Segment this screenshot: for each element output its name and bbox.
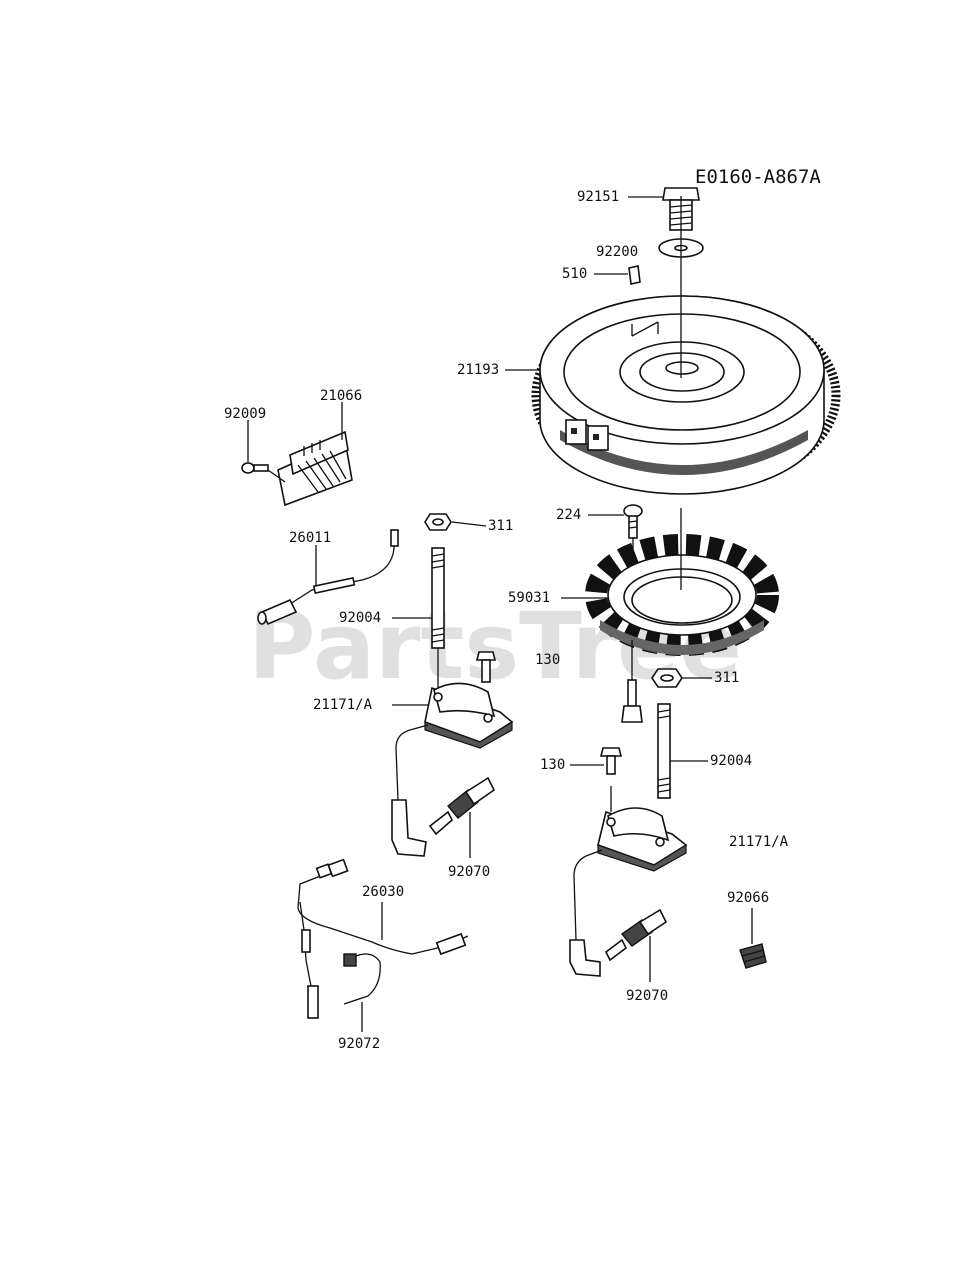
ignition-coil-21171a-right[interactable]: [569, 807, 688, 977]
label-92004-left: 92004: [339, 610, 381, 626]
label-92070-right: 92070: [626, 988, 668, 1004]
stator-lead[interactable]: [621, 640, 643, 723]
label-26030: 26030: [362, 884, 404, 900]
label-92072: 92072: [338, 1036, 380, 1052]
stator-59031[interactable]: [585, 534, 779, 656]
label-92151: 92151: [577, 189, 619, 205]
label-510: 510: [562, 266, 587, 282]
nut-311-right[interactable]: [651, 668, 683, 688]
key-510[interactable]: [628, 265, 641, 285]
label-26011: 26011: [289, 530, 331, 546]
screw-92009[interactable]: [241, 462, 269, 474]
clamp-92072[interactable]: [343, 953, 381, 1005]
diagram-code: E0160-A867A: [695, 166, 821, 188]
label-92004-right: 92004: [710, 753, 752, 769]
label-130-lower: 130: [540, 757, 565, 773]
label-92070-left: 92070: [448, 864, 490, 880]
label-92200: 92200: [596, 244, 638, 260]
stud-92004-left[interactable]: [431, 547, 445, 649]
label-224: 224: [556, 507, 581, 523]
flywheel-21193[interactable]: [531, 295, 841, 495]
label-21171a-right: 21171/A: [729, 834, 789, 850]
plug-92066[interactable]: [739, 943, 767, 969]
harness-26030[interactable]: [297, 858, 469, 1019]
regulator-21066[interactable]: [277, 430, 353, 507]
bolt-130-left[interactable]: [475, 651, 497, 683]
label-21193: 21193: [457, 362, 499, 378]
bolt-224[interactable]: [623, 504, 643, 539]
label-92009: 92009: [224, 406, 266, 422]
label-59031: 59031: [508, 590, 550, 606]
label-130-upper: 130: [535, 652, 560, 668]
spark-plug-92070-left[interactable]: [428, 776, 496, 836]
label-311-left: 311: [488, 518, 513, 534]
nut-311-left[interactable]: [424, 513, 452, 531]
label-311-right: 311: [714, 670, 739, 686]
spark-plug-92070-right[interactable]: [604, 908, 668, 962]
stud-92004-right[interactable]: [657, 703, 671, 799]
lead-wire-26011[interactable]: [257, 529, 399, 626]
label-21171a-left: 21171/A: [313, 697, 373, 713]
ignition-coil-21171a-left[interactable]: [391, 682, 514, 857]
label-21066: 21066: [320, 388, 362, 404]
bolt-130-right[interactable]: [599, 747, 623, 775]
label-92066: 92066: [727, 890, 769, 906]
